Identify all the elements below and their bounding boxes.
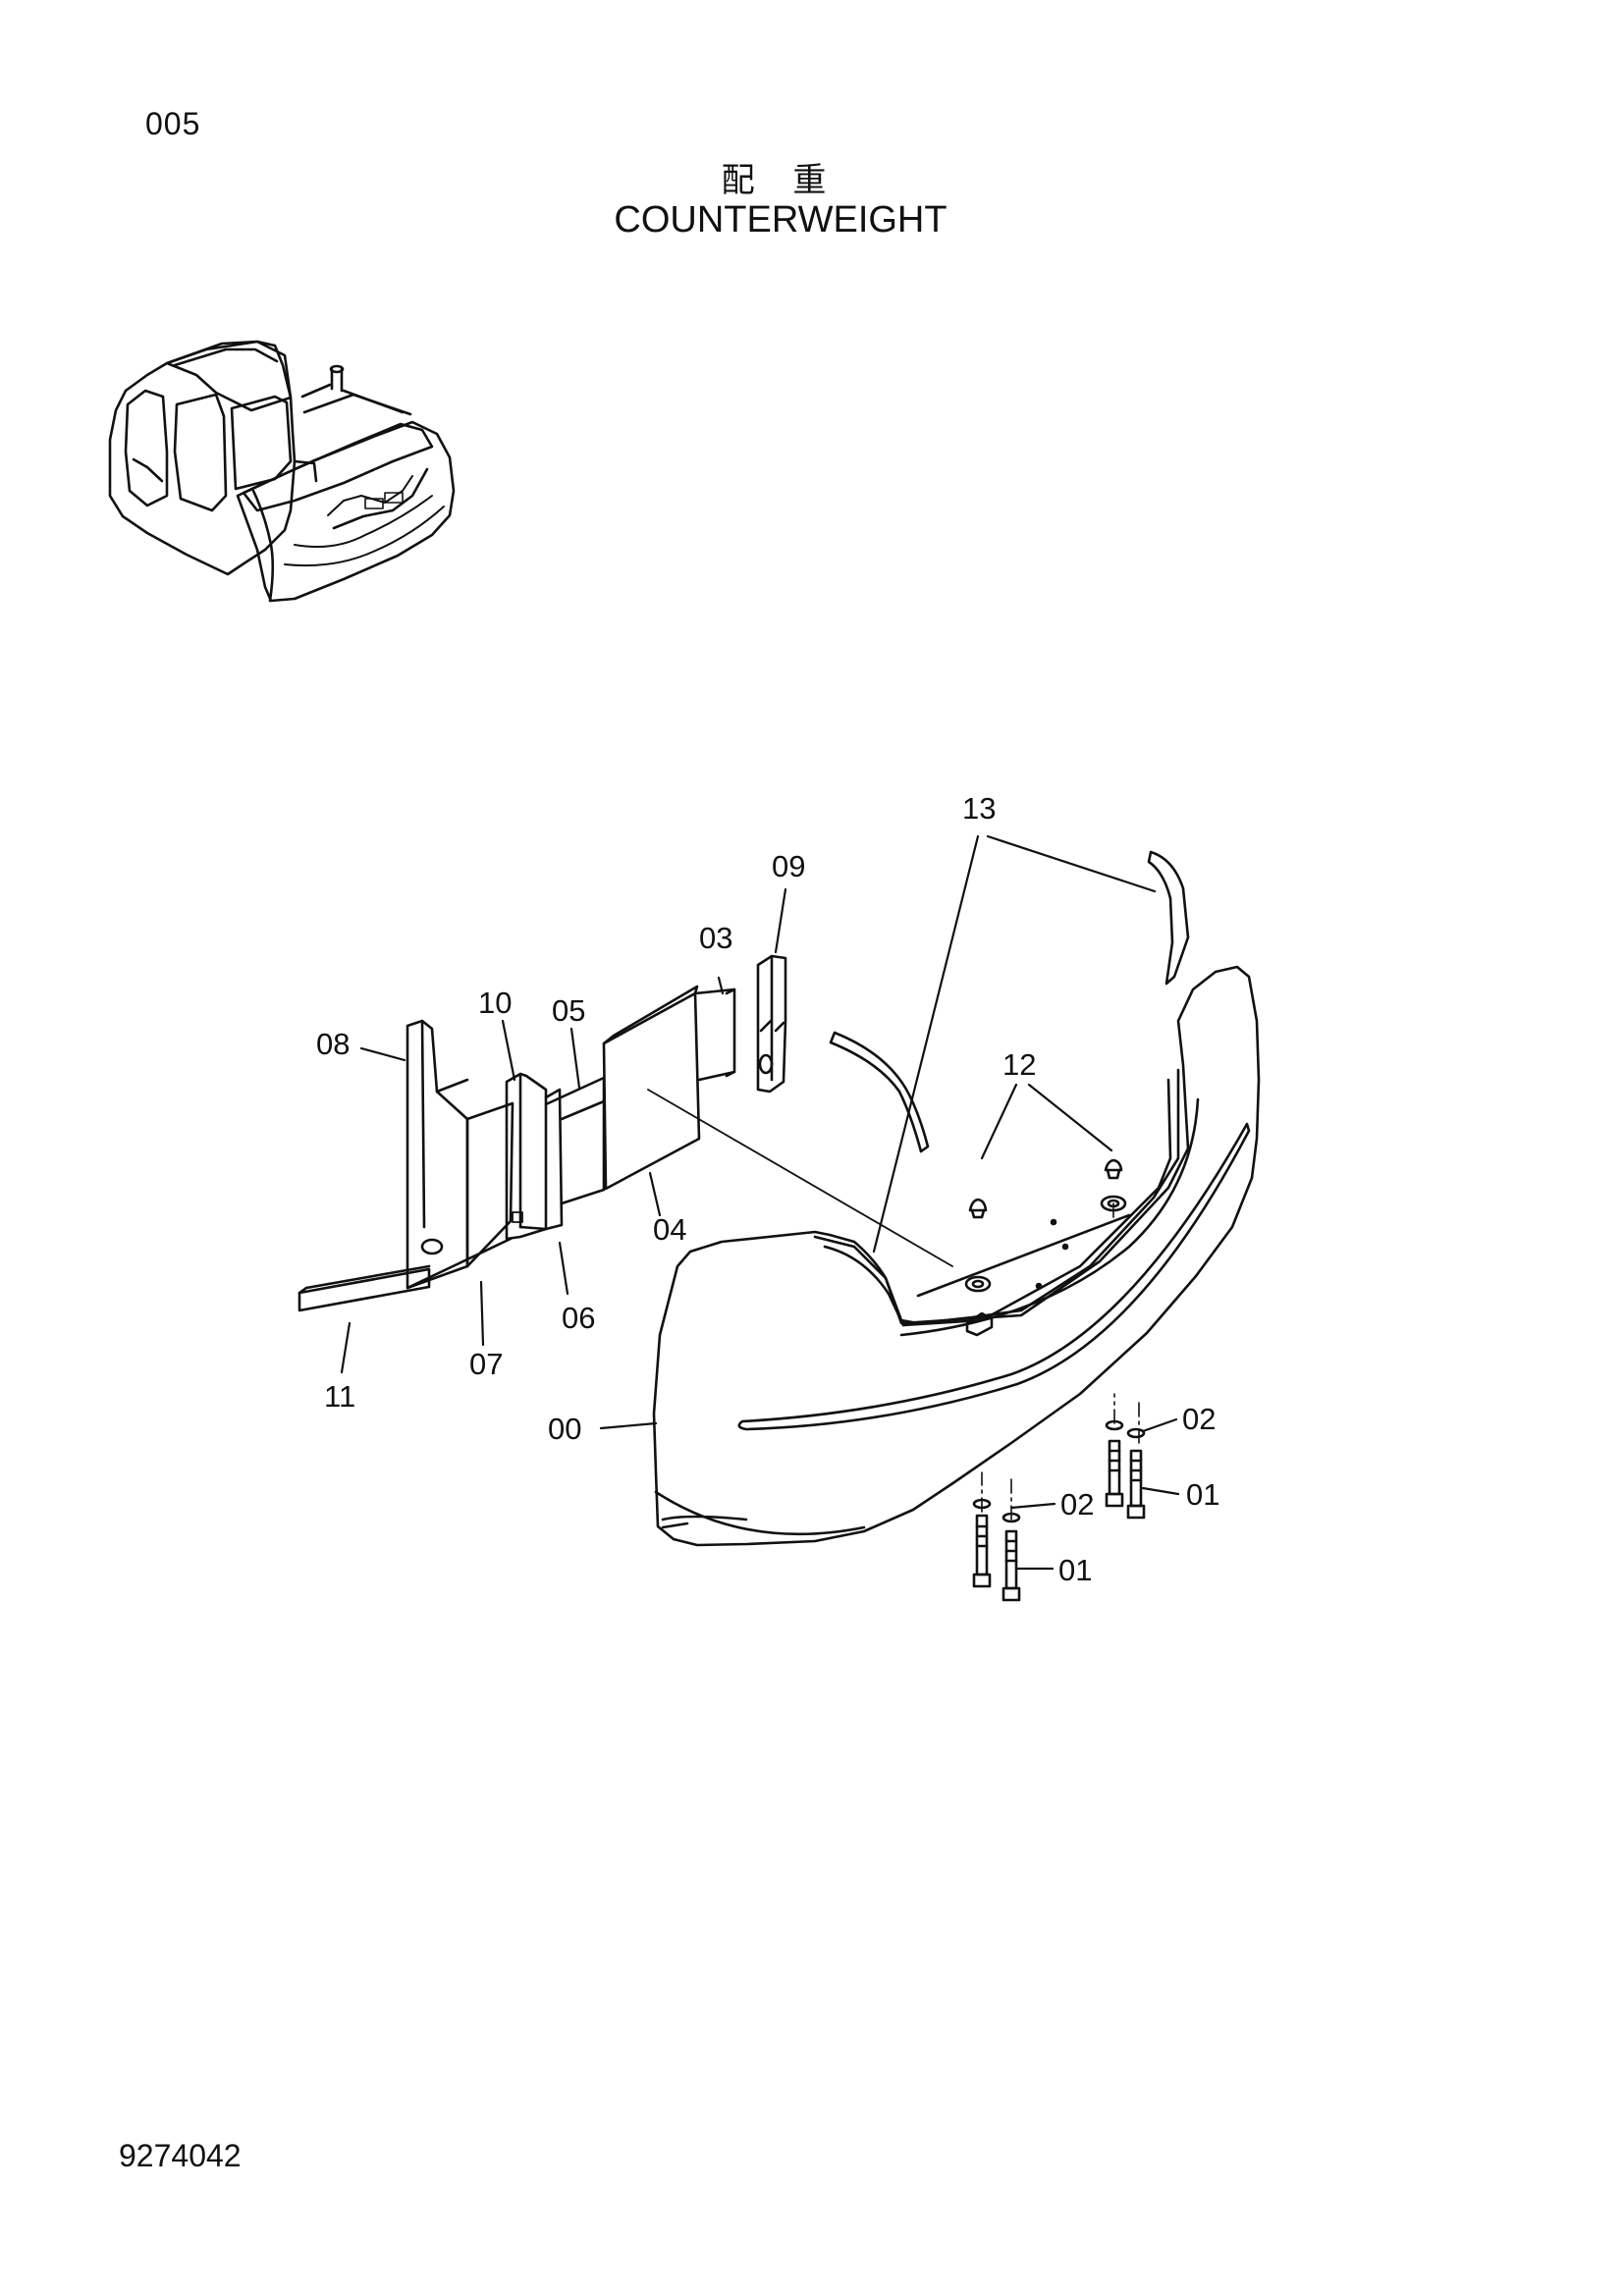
page-title: COUNTERWEIGHT xyxy=(614,199,947,240)
callout-labels: 00 01 01 02 02 03 04 05 06 07 08 09 10 1… xyxy=(316,791,1219,1587)
callout-11: 11 xyxy=(324,1379,355,1414)
document-number: 9274042 xyxy=(119,2138,242,2173)
leader-lines xyxy=(340,834,1180,1571)
part-00-counterweight xyxy=(652,965,1261,1547)
callout-04: 04 xyxy=(653,1212,686,1247)
callout-02: 02 xyxy=(1060,1487,1094,1522)
callout-12: 12 xyxy=(1002,1047,1036,1082)
part-05-bar xyxy=(544,1076,606,1205)
callout-13: 13 xyxy=(962,791,996,826)
part-12-plug xyxy=(968,1158,1123,1219)
callout-02: 02 xyxy=(1182,1402,1216,1436)
excavator-location-thumbnail xyxy=(108,340,456,603)
part-09-bracket xyxy=(756,954,787,1094)
callout-06: 06 xyxy=(562,1301,595,1335)
part-11-bar xyxy=(298,1264,431,1312)
part-06-10-plate xyxy=(505,1072,564,1241)
part-07-08-weight-block xyxy=(406,1019,514,1290)
callout-01: 01 xyxy=(1058,1553,1092,1587)
part-13-rubber-strip xyxy=(829,850,1190,1153)
part-01-bolt xyxy=(972,1439,1146,1602)
callout-10: 10 xyxy=(478,986,512,1020)
part-04-plate xyxy=(602,985,736,1191)
callout-08: 08 xyxy=(316,1027,350,1061)
callout-07: 07 xyxy=(469,1347,503,1381)
callout-05: 05 xyxy=(552,993,585,1028)
callout-00: 00 xyxy=(548,1412,581,1446)
page-title-japanese: 配 重 xyxy=(721,161,840,200)
callout-01: 01 xyxy=(1186,1477,1219,1512)
callout-03: 03 xyxy=(699,921,732,955)
page-code: 005 xyxy=(145,106,201,141)
callout-09: 09 xyxy=(772,849,805,883)
